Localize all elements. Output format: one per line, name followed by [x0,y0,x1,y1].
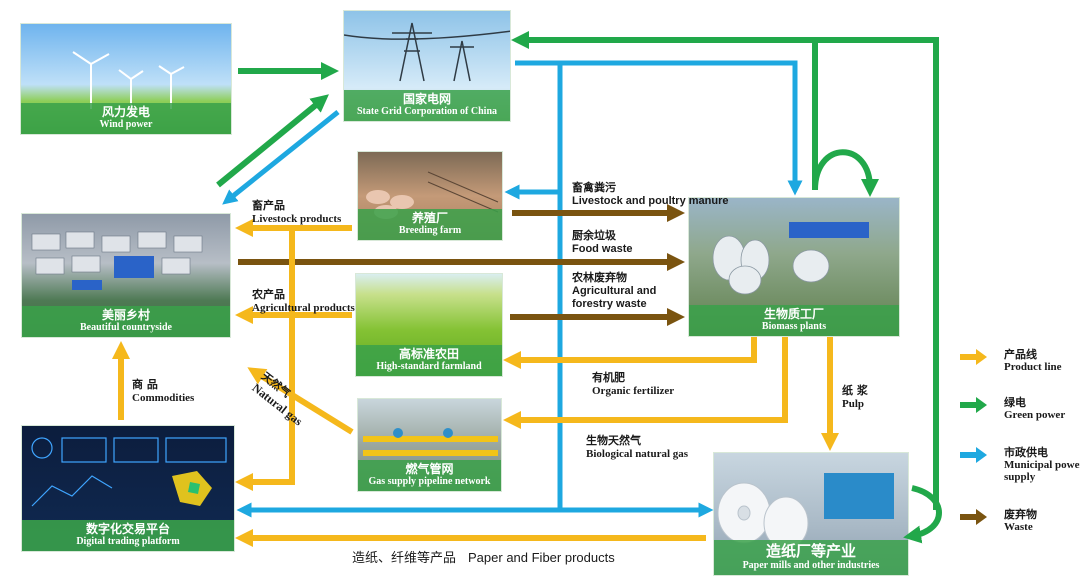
legend-item-municipal: 市政供电 Municipal power supply [960,444,1080,484]
manure-zh: 畜禽粪污 [572,181,616,194]
gas-zh: 燃气管网 [405,462,454,476]
legend-waste-en: Waste [1004,521,1033,533]
wind-turbine-icon [72,51,185,109]
yellow-pipes-icon [363,428,498,456]
legend-green-en: Green power [1004,409,1066,421]
bio-gas-zh: 生物天然气 [586,434,641,447]
legend-swatch-green [960,397,987,413]
biomass-en: Biomass plants [761,321,827,332]
agri-products-label: 农产品 Agricultural products [252,287,355,315]
legend-municipal-zh: 市政供电 [1004,446,1048,459]
livestock-products-en: Livestock products [252,213,342,225]
legend-waste-zh: 废弃物 [1004,508,1037,521]
dashboard-icon [31,437,227,507]
countryside-zh: 美丽乡村 [101,308,150,322]
grid-to-countryside-arrow [222,110,340,205]
wind-zh: 风力发电 [101,105,150,119]
pulp-zh: 纸 浆 [842,384,868,397]
commodities-en: Commodities [132,392,195,404]
legend-swatch-blue [960,447,987,463]
wind-en: Wind power [99,119,153,130]
legend-swatch-product [960,349,987,365]
paper-en: Paper mills and other industries [742,560,880,571]
pulp-label: 纸 浆 Pulp [842,383,868,411]
paper-green-loop [903,485,942,544]
agri-products-zh: 农产品 [252,288,285,301]
paper-zh: 造纸厂等产业 [765,542,856,560]
food-waste-zh: 厨余垃圾 [572,229,616,242]
food-waste-en: Food waste [572,243,633,255]
commodities-label: 商 品 Commodities [132,377,194,405]
livestock-products-zh: 畜产品 [252,199,285,212]
commodities-zh: 商 品 [132,378,158,391]
grid-to-biomass-arrow [515,60,803,196]
bio-gas-arrow [503,337,788,429]
forestry-waste-en: Agricultural and forestry waste [572,285,657,310]
manure-label: 畜禽粪污 Livestock and poultry manure [572,180,728,208]
legend-item-waste: 废弃物 Waste [960,506,1080,546]
fertilizer-en: Organic fertilizer [592,385,675,397]
breeding-en: Breeding farm [398,225,462,236]
trading-en: Digital trading platform [76,536,180,547]
power-tower-icon [344,22,510,82]
biomass-tanks-icon [712,222,869,295]
manure-en: Livestock and poultry manure [572,195,729,207]
biomass-zh: 生物质工厂 [763,307,824,321]
paper-products-en: Paper and Fiber products [468,550,615,565]
legend-product-zh: 产品线 [1004,348,1037,361]
fertilizer-label: 有机肥 Organic fertilizer [592,370,674,398]
bio-gas-label: 生物天然气 Biological natural gas [586,433,696,461]
farmland-zh: 高标准农田 [398,347,459,361]
pulp-en: Pulp [842,398,865,410]
grid-en: State Grid Corporation of China [357,106,497,117]
forestry-waste-label: 农林废弃物 Agricultural and forestry waste [572,270,682,311]
biomass-green-loop [812,149,879,197]
countryside-en: Beautiful countryside [80,322,172,333]
food-waste-label: 厨余垃圾 Food waste [572,228,633,256]
farmland-en: High-standard farmland [376,361,482,372]
legend-item-product-line: 产品线 Product line [960,346,1080,386]
product-trunk [235,228,295,491]
paper-products-zh: 造纸、纤维等产品 [352,551,457,566]
paper-roll-icon [717,473,894,550]
agri-products-en: Agricultural products [252,302,355,314]
legend-item-green-power: 绿电 Green power [960,394,1080,434]
countryside-to-grid-arrow [216,94,329,188]
legend-municipal-en: Municipal power supply [1004,459,1080,483]
village-houses-icon [31,231,203,290]
legend-green-zh: 绿电 [1004,396,1026,409]
legend-swatch-waste [960,509,987,525]
fertilizer-zh: 有机肥 [592,371,625,384]
livestock-products-label: 畜产品 Livestock products [252,198,341,226]
grid-zh: 国家电网 [402,92,451,106]
green-loop-top [511,31,939,510]
legend-product-en: Product line [1004,361,1062,373]
bio-gas-en: Biological natural gas [586,448,689,460]
forestry-waste-zh: 农林废弃物 [572,271,627,284]
paper-products-label: 造纸、纤维等产品 Paper and Fiber products [352,547,615,566]
trading-zh: 数字化交易平台 [85,522,170,536]
breeding-zh: 养殖厂 [411,211,448,225]
fertilizer-arrow [503,337,757,369]
gas-en: Gas supply pipeline network [368,476,491,487]
natural-gas-arrow [247,367,354,435]
